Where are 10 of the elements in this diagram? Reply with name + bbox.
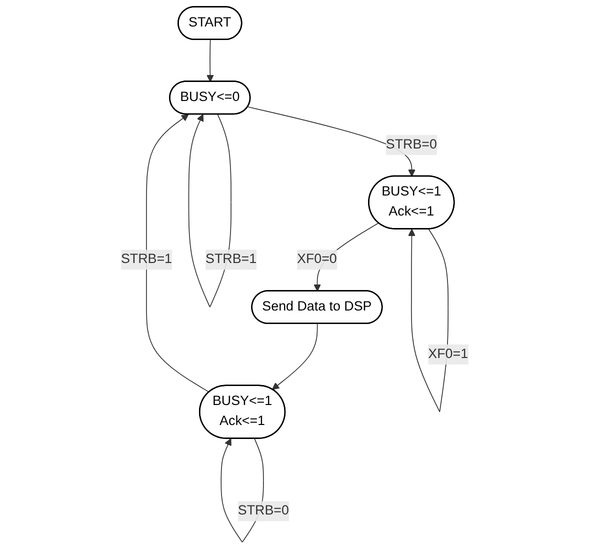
edge-label: STRB=1 [206,252,257,266]
edge-label: XF0=0 [297,252,337,266]
edge-label: XF0=1 [428,346,468,362]
arrow [247,106,416,177]
edge-label: STRB=0 [386,137,437,152]
edge-label: STRB=1 [120,252,172,266]
arrow [146,114,210,393]
edge-label: STRB=0 [238,504,289,518]
arrow [206,39,214,82]
arrow [272,323,318,390]
